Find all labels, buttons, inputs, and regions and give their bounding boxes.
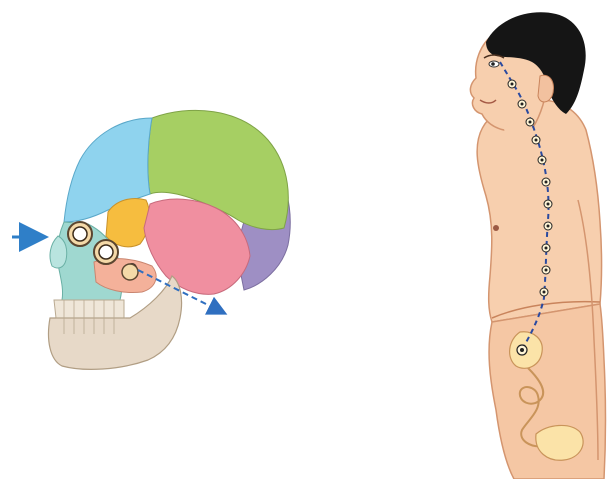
nipple [493, 225, 499, 231]
neck [502, 128, 538, 162]
torso [477, 100, 601, 322]
eye-socket-rear [122, 264, 138, 280]
ear [538, 75, 554, 102]
skull-illustration [12, 110, 290, 369]
upper-teeth [54, 300, 124, 318]
human-side-view [470, 12, 605, 479]
